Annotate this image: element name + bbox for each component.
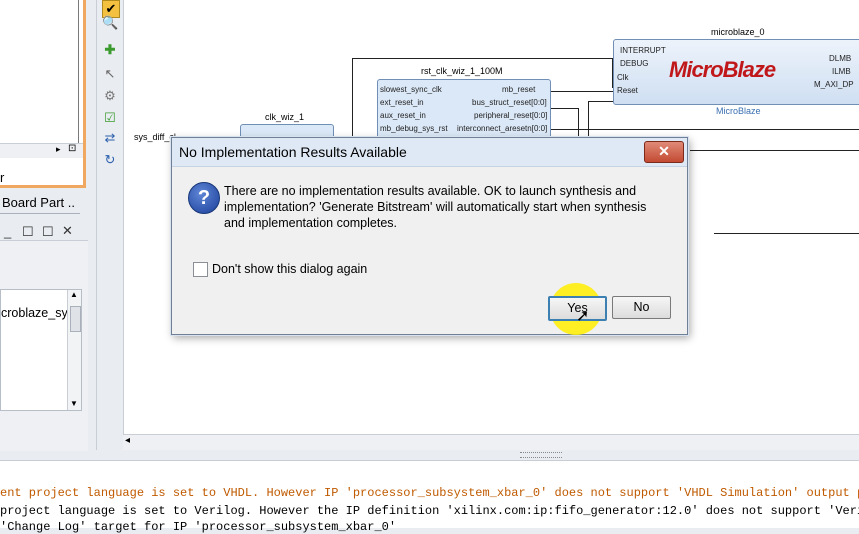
settings-icon[interactable]: ⚙	[104, 88, 116, 103]
port-dlmb[interactable]: DLMB	[829, 54, 852, 63]
dialog-title: No Implementation Results Available	[179, 144, 407, 160]
vertical-scrollbar[interactable]: ▲ ▼	[67, 290, 81, 410]
port-ilmb[interactable]: ILMB	[832, 67, 851, 76]
canvas-horizontal-scrollbar[interactable]: ◂	[123, 434, 859, 450]
dont-show-checkbox[interactable]	[193, 262, 208, 277]
wire	[578, 108, 579, 138]
design-list[interactable]: croblaze_sy ▲ ▼	[0, 289, 82, 411]
port-reset[interactable]: Reset	[617, 86, 638, 95]
minimize-icon[interactable]: _	[4, 224, 12, 239]
dialog-message-line: implementation? 'Generate Bitstream' wil…	[224, 200, 647, 214]
maximize-icon[interactable]: ☐	[42, 224, 54, 239]
port-clk[interactable]: Clk	[617, 73, 629, 82]
microblaze-caption: MicroBlaze	[716, 106, 761, 116]
regenerate-icon[interactable]: ⇄	[104, 130, 116, 145]
wire	[588, 101, 589, 137]
port-peripheral-reset[interactable]: peripheral_reset[0:0]	[474, 111, 548, 120]
scroll-left-icon[interactable]: ◂	[125, 435, 131, 446]
port-aux-reset-in[interactable]: aux_reset_in	[380, 111, 426, 120]
scroll-thumb[interactable]	[70, 306, 81, 332]
port-debug[interactable]: DEBUG	[620, 59, 649, 68]
scroll-corner-icon: ⊡	[68, 143, 77, 154]
block-diagram-canvas[interactable]: microblaze_0 MicroBlaze INTERRUPT DEBUG …	[123, 0, 859, 434]
zoom-icon[interactable]: 🔍	[102, 15, 119, 30]
question-icon: ?	[188, 182, 220, 214]
panel-divider	[78, 0, 79, 150]
scroll-right-icon[interactable]: ▸	[56, 144, 61, 154]
console-line: ent project language is set to VHDL. How…	[0, 486, 859, 500]
restore-icon[interactable]: ☐	[22, 224, 34, 239]
port-m-axi-dp[interactable]: M_AXI_DP	[814, 80, 854, 89]
port-bus-struct-reset[interactable]: bus_struct_reset[0:0]	[472, 98, 547, 107]
microblaze-instance-label: microblaze_0	[711, 27, 765, 37]
refresh-icon[interactable]: ↻	[104, 152, 116, 167]
microblaze-block[interactable]: MicroBlaze INTERRUPT DEBUG Clk Reset DLM…	[613, 39, 859, 105]
no-implementation-dialog: No Implementation Results Available ✕ ? …	[171, 137, 688, 335]
move-icon[interactable]: ↖	[104, 66, 116, 81]
port-mb-reset[interactable]: mb_reset	[502, 85, 536, 94]
scroll-up-icon[interactable]: ▲	[70, 290, 78, 299]
tcl-console: ent project language is set to VHDL. How…	[0, 460, 859, 534]
dont-show-label[interactable]: Don't show this dialog again	[212, 262, 368, 276]
wire	[352, 58, 353, 138]
add-ip-icon[interactable]: ✚	[104, 42, 116, 57]
console-line: 'Change Log' target for IP 'processor_su…	[0, 520, 397, 534]
tab-board-part[interactable]: Board Part ..	[2, 195, 75, 210]
dialog-message-line: There are no implementation results avai…	[224, 184, 637, 198]
wire	[548, 108, 578, 109]
tab-fragment[interactable]: r	[0, 170, 5, 185]
wire	[612, 58, 613, 88]
validate-icon[interactable]: ☑	[104, 110, 116, 125]
tab-underline	[0, 213, 80, 214]
dialog-title-bar[interactable]: No Implementation Results Available ✕	[172, 138, 687, 167]
wire	[548, 129, 859, 130]
wire	[690, 150, 859, 151]
port-ext-reset-in[interactable]: ext_reset_in	[380, 98, 424, 107]
wire	[548, 91, 614, 92]
microblaze-logo: MicroBlaze	[669, 57, 776, 82]
port-mb-debug-sys-rst[interactable]: mb_debug_sys_rst	[380, 124, 448, 133]
horizontal-scrollbar[interactable]: ▸ ⊡	[0, 143, 83, 158]
close-icon[interactable]: ✕	[644, 141, 684, 163]
port-slowest-sync-clk[interactable]: slowest_sync_clk	[380, 85, 442, 94]
close-panel-icon[interactable]: ✕	[62, 223, 73, 238]
wire	[714, 233, 859, 234]
mouse-cursor-icon: ➚	[576, 308, 590, 325]
sys-diff-clock-port[interactable]: sys_diff_cl	[134, 132, 176, 142]
port-interrupt[interactable]: INTERRUPT	[620, 46, 666, 55]
select-tool-icon[interactable]: ✔	[102, 0, 120, 18]
wire	[352, 58, 612, 59]
yes-button[interactable]: Yes	[548, 296, 607, 321]
port-interconnect-aresetn[interactable]: interconnect_aresetn[0:0]	[457, 124, 548, 133]
dialog-message-line: and implementation completes.	[224, 216, 398, 230]
list-item[interactable]: croblaze_sy	[1, 306, 68, 320]
console-line: project language is set to Verilog. Howe…	[0, 504, 859, 518]
splitter-grip[interactable]	[520, 452, 562, 458]
scroll-down-icon[interactable]: ▼	[70, 399, 78, 408]
rst-block[interactable]: slowest_sync_clk ext_reset_in aux_reset_…	[377, 79, 551, 141]
clk-block-title: clk_wiz_1	[265, 112, 305, 122]
sources-panel: ▸ ⊡	[0, 0, 86, 188]
no-button[interactable]: No	[612, 296, 671, 319]
diagram-toolbar: ✔ 🔍 ✚ ↖ ⚙ ☑ ⇄ ↻	[96, 0, 124, 450]
rst-block-title: rst_clk_wiz_1_100M	[421, 66, 503, 76]
